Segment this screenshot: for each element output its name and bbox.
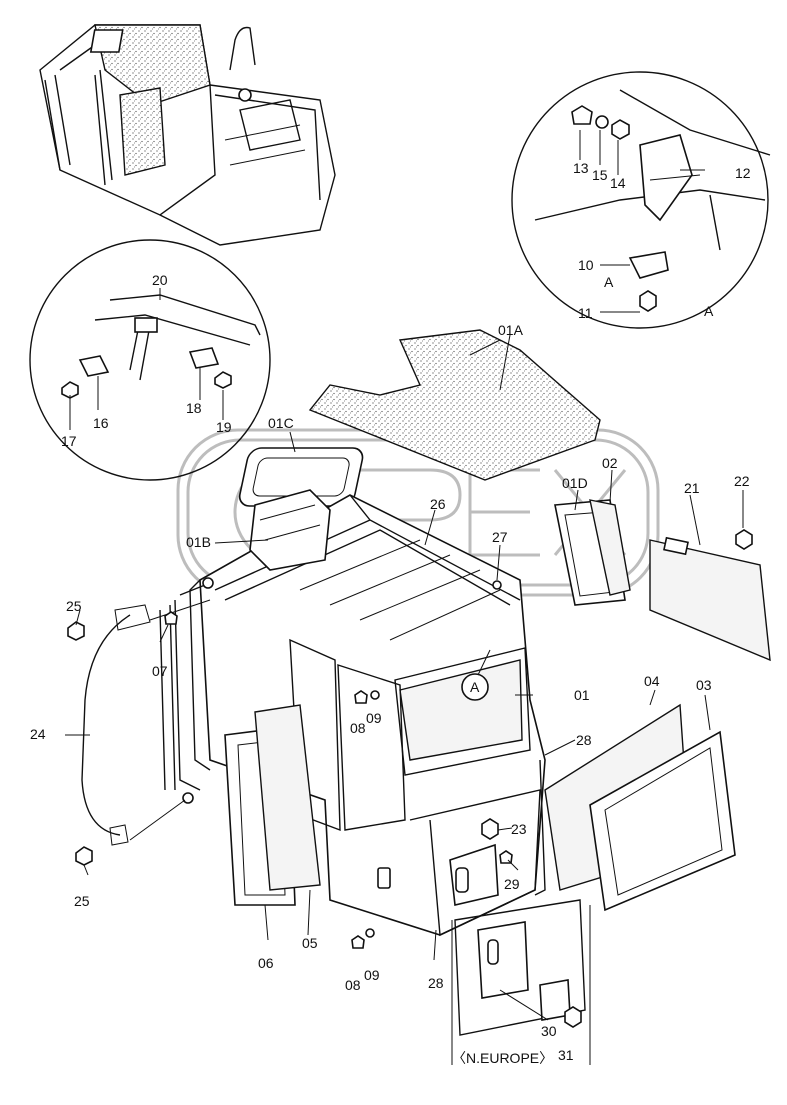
- roof-mat-01A: [308, 329, 601, 481]
- label-30: 30: [541, 1023, 557, 1039]
- view-a-label-2: A: [704, 303, 714, 319]
- label-27: 27: [492, 529, 508, 545]
- label-28-lower: 28: [428, 975, 444, 991]
- label-22: 22: [734, 473, 750, 489]
- part-27: [492, 580, 502, 590]
- label-01A: 01A: [498, 322, 524, 338]
- nut-23: [481, 818, 499, 840]
- label-18: 18: [186, 400, 202, 416]
- label-25-lower: 25: [74, 893, 90, 909]
- bolt-25-lower: [75, 846, 93, 866]
- label-08-upper: 08: [350, 720, 366, 736]
- label-26: 26: [430, 496, 446, 512]
- label-07: 07: [152, 663, 168, 679]
- label-02: 02: [602, 455, 618, 471]
- label-01C: 01C: [268, 415, 294, 431]
- leader-lines: [65, 169, 744, 1021]
- label-01B: 01B: [186, 534, 211, 550]
- label-15: 15: [592, 167, 608, 183]
- label-12: 12: [735, 165, 751, 181]
- bracket-20: [134, 317, 158, 333]
- label-17: 17: [61, 433, 77, 449]
- washer-09-upper: [370, 690, 380, 700]
- label-09-upper: 09: [366, 710, 382, 726]
- washer-09-lower: [365, 928, 375, 938]
- variant-note: 〈N.EUROPE〉: [452, 1050, 553, 1066]
- cab-body-01: [159, 489, 546, 937]
- machine-overview: [39, 24, 336, 246]
- label-05: 05: [302, 935, 318, 951]
- bolt-25-upper: [67, 621, 85, 641]
- trim-28-right: [534, 759, 546, 896]
- bolt-31: [564, 1006, 582, 1028]
- north-europe-variant: [451, 899, 591, 1065]
- seal-03: [589, 730, 736, 912]
- nut-14: [611, 119, 630, 140]
- plate-16: [78, 355, 110, 377]
- glass-21: [649, 539, 771, 662]
- detail-circle-view-a: [511, 71, 771, 329]
- label-25-upper: 25: [66, 598, 82, 614]
- label-04: 04: [644, 673, 660, 689]
- bracket-10: [628, 251, 669, 279]
- label-20: 20: [152, 272, 168, 288]
- label-21: 21: [684, 480, 700, 496]
- label-06: 06: [258, 955, 274, 971]
- label-09-lower: 09: [364, 967, 380, 983]
- washer-15: [595, 115, 609, 129]
- screw-07: [164, 611, 178, 625]
- screw-08-lower: [351, 935, 365, 949]
- glass-02: [589, 499, 631, 596]
- label-29: 29: [504, 876, 520, 892]
- label-01: 01: [574, 687, 590, 703]
- label-08-lower: 08: [345, 977, 361, 993]
- view-a-marker: [461, 673, 489, 701]
- view-a-circle-letter: A: [470, 679, 480, 695]
- view-a-label-1: A: [604, 274, 614, 290]
- plate-18: [188, 347, 220, 369]
- handrail-24: [81, 614, 131, 836]
- label-11: 11: [578, 305, 593, 321]
- screw-08-upper: [354, 690, 368, 704]
- label-24: 24: [30, 726, 46, 742]
- bolt-22: [735, 529, 753, 550]
- label-01D: 01D: [562, 475, 588, 491]
- label-28-upper: 28: [576, 732, 592, 748]
- label-10: 10: [578, 257, 594, 273]
- glass-05: [254, 704, 321, 891]
- label-14: 14: [610, 175, 626, 191]
- bolt-17: [61, 381, 79, 399]
- label-31: 31: [558, 1047, 574, 1063]
- screw-29: [499, 850, 513, 864]
- label-03: 03: [696, 677, 712, 693]
- callout-labels: 01A 01B 01C 01D 01 02 03 04 05 06 07 08 …: [30, 160, 751, 1066]
- bolt-19: [214, 371, 232, 389]
- bolt-11: [639, 290, 657, 312]
- label-23: 23: [511, 821, 527, 837]
- label-13: 13: [573, 160, 589, 176]
- label-19: 19: [216, 419, 232, 435]
- label-16: 16: [93, 415, 109, 431]
- detail-circle-left: [29, 239, 271, 481]
- screw-13: [571, 105, 593, 125]
- cover-12: [639, 134, 693, 222]
